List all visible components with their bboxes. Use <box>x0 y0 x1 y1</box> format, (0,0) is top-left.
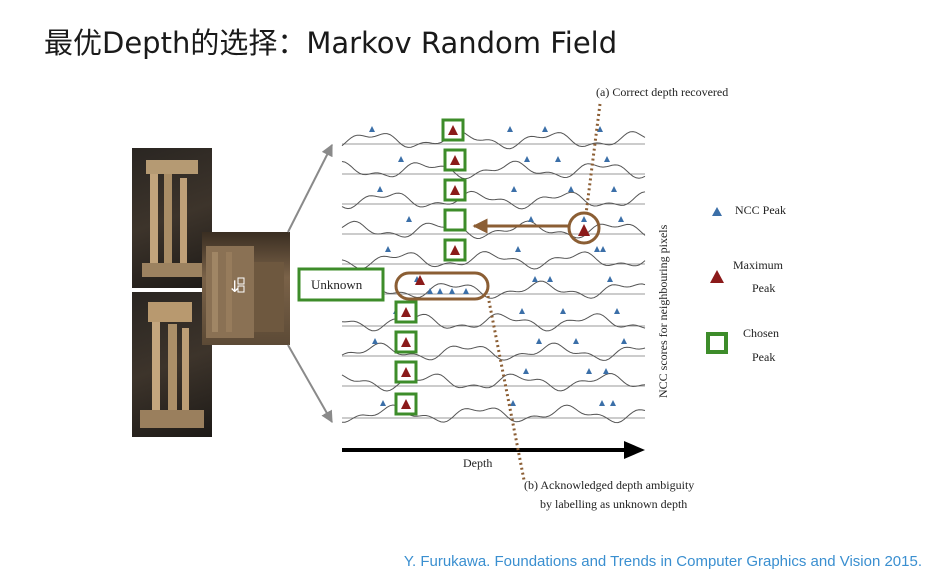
ncc-peak-marker <box>398 156 404 162</box>
maximum-peak-marker <box>450 155 460 165</box>
ncc-peak-marker <box>607 276 613 282</box>
maximum-peak-marker <box>450 245 460 255</box>
legend-maximum-1: Maximum <box>733 258 784 272</box>
ncc-peak-marker <box>510 400 516 406</box>
ncc-curve <box>341 130 646 150</box>
annotation-b-line1: (b) Acknowledged depth ambiguity <box>524 478 694 492</box>
ncc-peak-marker <box>573 338 579 344</box>
ncc-peak-marker <box>532 276 538 282</box>
ruin-photo-top <box>132 148 212 288</box>
ncc-peak-marker <box>618 216 624 222</box>
ncc-peak-marker <box>581 216 587 222</box>
slide-title: 最优Depth的选择：Markov Random Field <box>44 26 618 60</box>
ncc-peak-marker <box>560 308 566 314</box>
ncc-curve <box>341 220 646 240</box>
maximum-peak-marker <box>401 367 411 377</box>
ncc-peak-marker <box>555 156 561 162</box>
ncc-peak-marker <box>597 126 603 132</box>
ncc-peak-marker <box>568 186 574 192</box>
ncc-peak-marker <box>547 276 553 282</box>
ncc-peak-marker <box>372 338 378 344</box>
ambiguous-peak-marker <box>437 288 443 294</box>
ncc-peak-marker <box>603 368 609 374</box>
annotation-b-line2: by labelling as unknown depth <box>540 497 687 511</box>
ncc-peak-marker <box>600 246 606 252</box>
maximum-peak-marker <box>401 399 411 409</box>
ruin-photo-bottom <box>132 292 212 437</box>
ncc-curve <box>341 342 646 361</box>
ncc-peak-marker <box>369 126 375 132</box>
ncc-peak-marker <box>519 308 525 314</box>
maximum-peak-marker <box>450 185 460 195</box>
recovered-peak-marker <box>578 224 590 236</box>
ncc-peak-marker <box>406 216 412 222</box>
ncc-peak-marker <box>528 216 534 222</box>
annotation-b-pointer <box>486 295 526 481</box>
unknown-label: Unknown <box>311 277 363 292</box>
legend-chosen-1: Chosen <box>743 326 779 340</box>
ncc-peak-marker <box>621 338 627 344</box>
annotation-a-circle <box>567 211 601 245</box>
ncc-curve <box>341 404 646 424</box>
chosen-peak-box <box>443 208 467 232</box>
citation: Y. Furukawa. Foundations and Trends in C… <box>403 553 922 570</box>
legend-chosen-2: Peak <box>752 350 775 364</box>
annotation-a-pointer <box>584 103 602 215</box>
ncc-curve <box>341 251 646 270</box>
ncc-peak-marker <box>377 186 383 192</box>
unknown-box <box>297 267 385 302</box>
ncc-peak-marker <box>380 400 386 406</box>
ncc-peak-marker <box>507 126 513 132</box>
ncc-curve <box>341 190 646 210</box>
ncc-peak-marker <box>511 186 517 192</box>
ambiguity-outline <box>394 271 490 301</box>
ncc-curves <box>341 118 646 424</box>
ncc-peak-marker <box>599 400 605 406</box>
ncc-peak-marker <box>515 246 521 252</box>
ruin-closeup-photo: ↓ <box>202 232 290 345</box>
legend-ncc-peak: NCC Peak <box>735 203 786 217</box>
ncc-peak-marker <box>542 126 548 132</box>
legend-maximum-2: Peak <box>752 281 775 295</box>
ncc-peak-marker <box>594 246 600 252</box>
ncc-peak-triangle-icon <box>712 207 722 216</box>
ncc-peak-marker <box>614 308 620 314</box>
annotation-a: (a) Correct depth recovered <box>596 85 728 99</box>
ambiguous-peak-marker <box>427 288 433 294</box>
ncc-curve <box>341 313 646 332</box>
maximum-peak-marker <box>401 307 411 317</box>
maximum-peak-marker <box>415 275 425 285</box>
ncc-peak-marker <box>604 156 610 162</box>
ncc-peak-marker <box>385 246 391 252</box>
ncc-peak-marker <box>524 156 530 162</box>
zoom-arrow-bottom <box>287 344 333 424</box>
chosen-peak-square-icon <box>706 332 728 354</box>
depth-axis-arrowhead <box>624 441 645 459</box>
ncc-curve <box>341 280 646 299</box>
ncc-peak-marker <box>586 368 592 374</box>
zoom-arrow-top <box>287 143 333 233</box>
maximum-peak-marker <box>448 125 458 135</box>
ncc-peak-marker <box>610 400 616 406</box>
ncc-curve <box>341 160 646 180</box>
ambiguous-peak-marker <box>449 288 455 294</box>
ncc-peak-marker <box>611 186 617 192</box>
ncc-peak-marker <box>523 368 529 374</box>
maximum-peak-triangle-icon <box>710 270 724 283</box>
maximum-peak-marker <box>401 337 411 347</box>
depth-axis-label: Depth <box>463 456 492 470</box>
ncc-axis-label: NCC scores for neighbouring pixels <box>656 224 670 398</box>
ncc-curve <box>341 372 646 392</box>
ambiguous-peak-marker <box>463 288 469 294</box>
ncc-peak-marker <box>536 338 542 344</box>
